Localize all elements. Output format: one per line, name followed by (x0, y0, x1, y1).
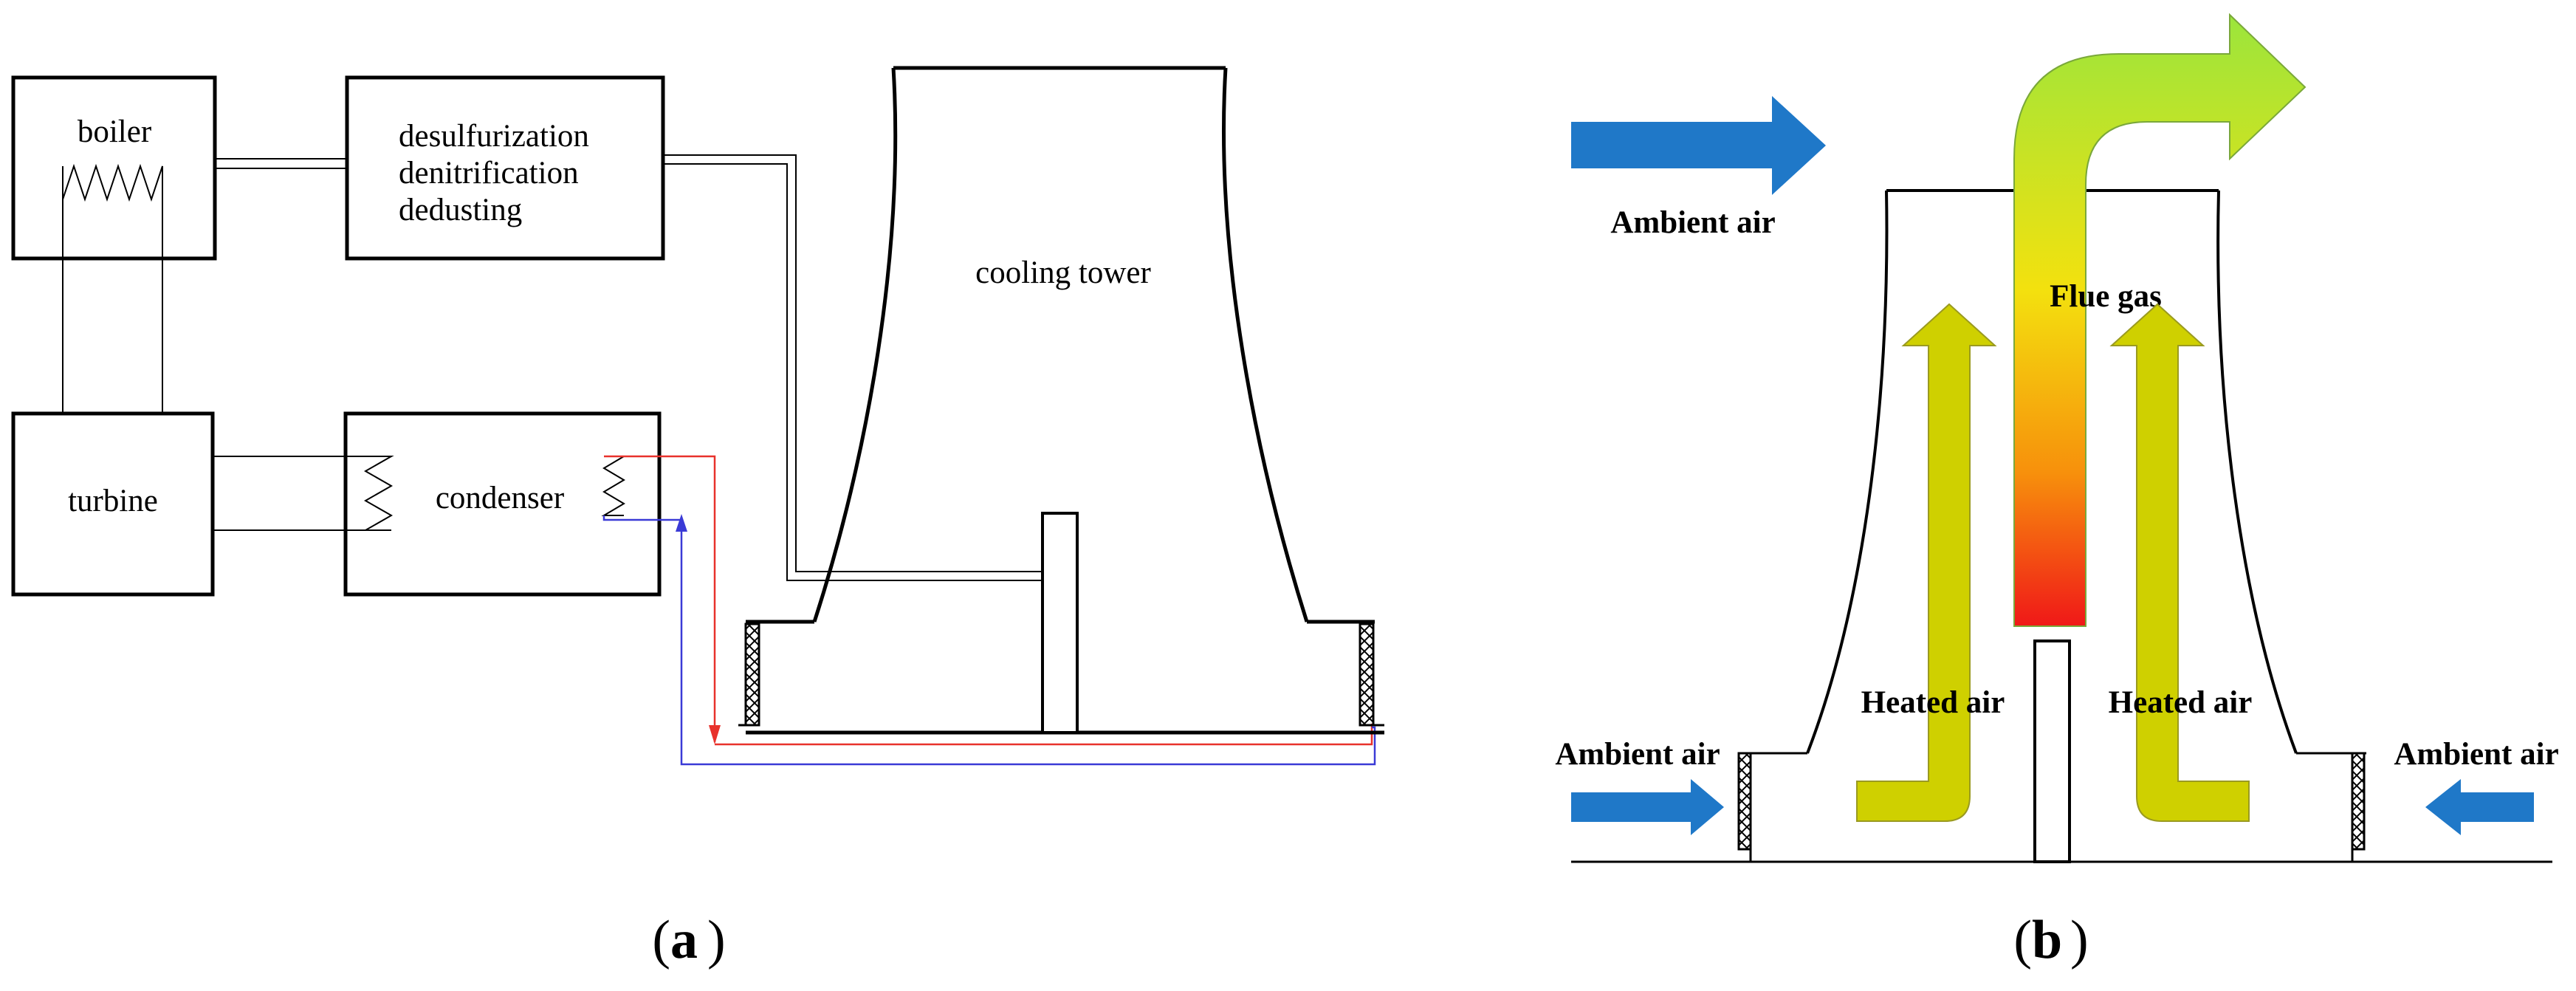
condenser-block: condenser (343, 411, 662, 597)
caption-a-close: ) (707, 910, 726, 970)
turbine-block: turbine (11, 411, 215, 597)
cooling-tower-label: cooling tower (975, 256, 1151, 290)
cold-water-pipe (680, 521, 1376, 766)
condenser-label: condenser (436, 481, 564, 515)
hot-water-return (715, 724, 1373, 746)
caption-a-letter: a (670, 910, 698, 970)
flue-gas-label: Flue gas (2050, 279, 2162, 314)
cold-water-arrowhead (676, 514, 687, 532)
cleanup-label-2: denitrification (399, 156, 579, 191)
ambient-air-arrow-top (1571, 96, 1826, 195)
cooling-tower-b (1737, 189, 2366, 863)
boiler-label: boiler (78, 114, 151, 149)
panel-a: boiler desulfurization denitrification d… (11, 66, 1384, 970)
panel-b: Flue gas Heated air Heated air Ambient a… (1555, 13, 2559, 970)
boiler-block: boiler (11, 75, 217, 261)
ambient-air-label-top: Ambient air (1610, 205, 1775, 240)
tower-inlet-right (1359, 623, 1375, 727)
tower-b-inlet-right (2351, 752, 2366, 851)
ambient-air-arrow-left (1571, 779, 1724, 835)
tower-b-shell-right (2216, 190, 2298, 754)
tower-shell-right (1222, 67, 1309, 623)
cleanup-label-3: dedusting (399, 193, 522, 227)
caption-a-open: ( (652, 910, 670, 970)
tower-b-inlet-left (1737, 752, 1752, 851)
caption-b-open: ( (2013, 910, 2032, 970)
cleanup-label-1: desulfurization (399, 119, 589, 154)
cold-water-in (602, 515, 681, 521)
heated-air-label-right: Heated air (2109, 685, 2253, 720)
flue-duct-boiler-cleanup (215, 158, 347, 169)
tower-b-shell-left (1806, 190, 1889, 754)
heated-air-arrow-right (2109, 303, 2250, 822)
condenser-coil-right (601, 456, 627, 516)
caption-b-letter: b (2032, 910, 2062, 970)
flue-stack-b (2033, 639, 2071, 863)
ambient-air-arrow-right (2425, 779, 2534, 835)
flue-gas-arrow (2013, 13, 2307, 627)
flue-duct-cleanup-tower (663, 154, 1043, 581)
hot-water-arrowhead (709, 725, 721, 744)
flue-stack-a (1041, 512, 1079, 734)
caption-b-close: ) (2070, 910, 2089, 970)
hot-water-pipe (604, 455, 716, 742)
ambient-air-label-right: Ambient air (2394, 737, 2558, 772)
flue-gas-cleanup-block: desulfurization denitrification dedustin… (345, 75, 665, 261)
cooling-tower-a: cooling tower (738, 66, 1384, 735)
tower-shell-left (812, 67, 898, 623)
boiler-coil (62, 163, 163, 202)
heated-air-arrow-left (1856, 303, 1997, 822)
condenser-coil-left (363, 456, 394, 531)
tower-inlet-left (744, 623, 760, 727)
turbine-label: turbine (68, 484, 158, 518)
ambient-air-label-left: Ambient air (1555, 737, 1720, 772)
heated-air-label-left: Heated air (1861, 685, 2005, 720)
